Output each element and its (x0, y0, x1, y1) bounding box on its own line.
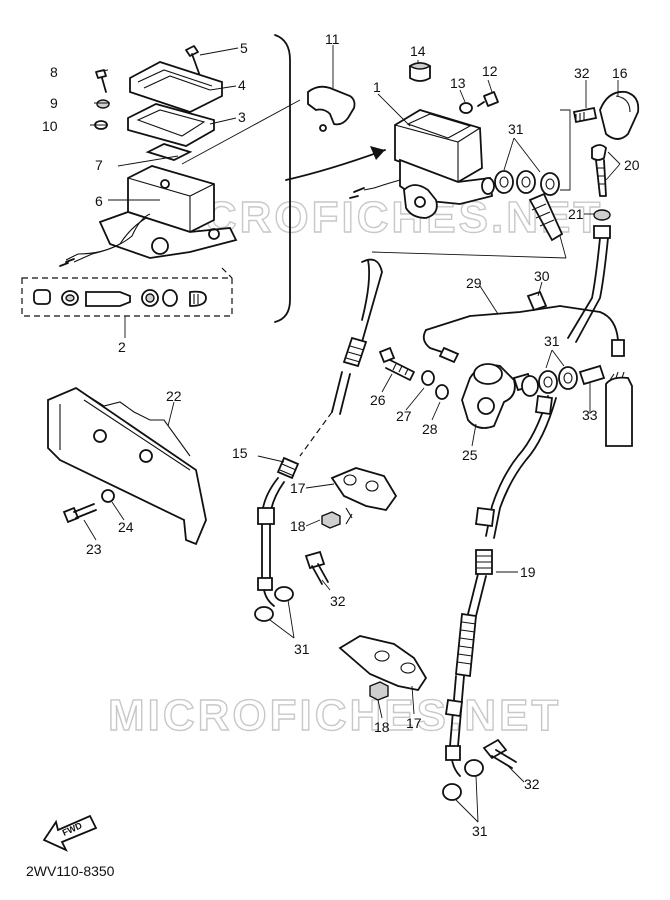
part-16-cover (599, 90, 640, 140)
part-19-brake-hose (444, 394, 557, 777)
callout-32-top: 32 (574, 65, 590, 81)
part-18-nut-lower (369, 681, 389, 701)
callout-6: 6 (95, 193, 103, 209)
callout-30: 30 (534, 268, 550, 284)
callout-25: 25 (462, 447, 478, 463)
callout-29: 29 (466, 275, 482, 291)
part-13-washer (459, 102, 473, 114)
callout-12: 12 (482, 63, 498, 79)
part-17-clamp-upper (330, 467, 398, 511)
callout-15: 15 (232, 445, 248, 461)
part-18-nut-upper (321, 511, 341, 529)
callout-31-left: 31 (294, 641, 310, 657)
part-25-brake-hose-joint (461, 363, 534, 447)
part-32-bolt-top (572, 106, 598, 124)
part-31-washer-left-a (254, 606, 274, 622)
callout-16: 16 (612, 65, 628, 81)
part-31-washer-bottom-a (442, 783, 462, 801)
upper-right-hose (567, 227, 601, 339)
part-7-plate (145, 143, 193, 161)
part-21-nut (593, 209, 611, 221)
part-20-cap (591, 144, 607, 161)
part-2-kit-box (21, 277, 233, 317)
callout-33: 33 (582, 407, 598, 423)
inset-bracket (274, 34, 291, 323)
inset-master-cylinder (21, 34, 301, 338)
part-15-brake-hose (257, 258, 383, 607)
hose-stub-top (528, 192, 564, 242)
callouts: 1 2 3 4 5 6 7 8 9 10 11 12 13 14 15 16 1… (42, 31, 640, 839)
part-1-master-cylinder-assy (363, 93, 495, 219)
callout-32-bottom: 32 (524, 776, 540, 792)
part-9-nut (96, 99, 110, 109)
part-31-washers-top (494, 137, 560, 196)
part-31-washer-mid-b (558, 366, 578, 390)
fwd-arrow: FWD (42, 814, 98, 852)
callout-19: 19 (520, 564, 536, 580)
part-4-reservoir-cover (129, 61, 223, 113)
callout-23: 23 (86, 541, 102, 557)
callout-10: 10 (42, 118, 58, 134)
part-32-bolt-mid (304, 550, 326, 570)
part-20-bleeder (595, 159, 607, 197)
part-5-screw (185, 45, 201, 77)
callout-27: 27 (396, 408, 412, 424)
callout-5: 5 (240, 40, 248, 56)
callout-8: 8 (50, 64, 58, 80)
callout-31-top: 31 (508, 121, 524, 137)
part-17-clamp-lower (338, 635, 428, 692)
part-27-washer (421, 370, 435, 386)
callout-17-upper: 17 (290, 480, 306, 496)
assembly-arrow (285, 149, 386, 181)
callout-17-lower: 17 (406, 715, 422, 731)
part-26-bolt (378, 346, 396, 364)
part-31-washer-mid-a (538, 370, 558, 394)
part-8-bolt (95, 69, 107, 93)
drawing-code: 2WV110-8350 (26, 863, 115, 879)
part-3-diaphragm (127, 103, 215, 147)
callout-1: 1 (373, 79, 381, 95)
part-31-washer-bottom-b (464, 759, 484, 777)
callout-32-mid: 32 (330, 593, 346, 609)
callout-28: 28 (422, 421, 438, 437)
callout-7: 7 (95, 157, 103, 173)
part-11-holder (307, 45, 356, 132)
callout-18-lower: 18 (374, 719, 390, 735)
part-12-bolt (477, 91, 499, 107)
callout-4: 4 (238, 77, 246, 93)
part-31-washer-left-b (274, 586, 294, 602)
part-22-guard (47, 386, 207, 546)
part-30-clip (526, 290, 548, 312)
callout-9: 9 (50, 95, 58, 111)
callout-18-upper: 18 (290, 518, 306, 534)
part-2-piston-kit (33, 289, 207, 307)
part-32-bolt-bottom (482, 738, 508, 760)
fork-leg (605, 376, 633, 447)
part-24-washer (101, 489, 115, 503)
callout-31-bottom: 31 (472, 823, 488, 839)
callout-13: 13 (450, 75, 466, 91)
callout-24: 24 (118, 519, 134, 535)
watermark-bottom: MICROFICHES.NET (108, 691, 561, 740)
part-23-bolt (62, 506, 80, 524)
callout-22: 22 (166, 388, 182, 404)
callout-21: 21 (568, 206, 584, 222)
callout-2: 2 (118, 339, 126, 355)
callout-14: 14 (410, 43, 426, 59)
callout-20: 20 (624, 157, 640, 173)
part-6-lever-mount (98, 211, 238, 259)
part-29-brake-pipe (425, 305, 619, 341)
part-28-washer (435, 384, 449, 400)
part-33-bolt (578, 364, 606, 386)
callout-26: 26 (370, 392, 386, 408)
callout-11: 11 (325, 31, 340, 47)
callout-3: 3 (238, 109, 246, 125)
callout-31-mid: 31 (544, 333, 560, 349)
